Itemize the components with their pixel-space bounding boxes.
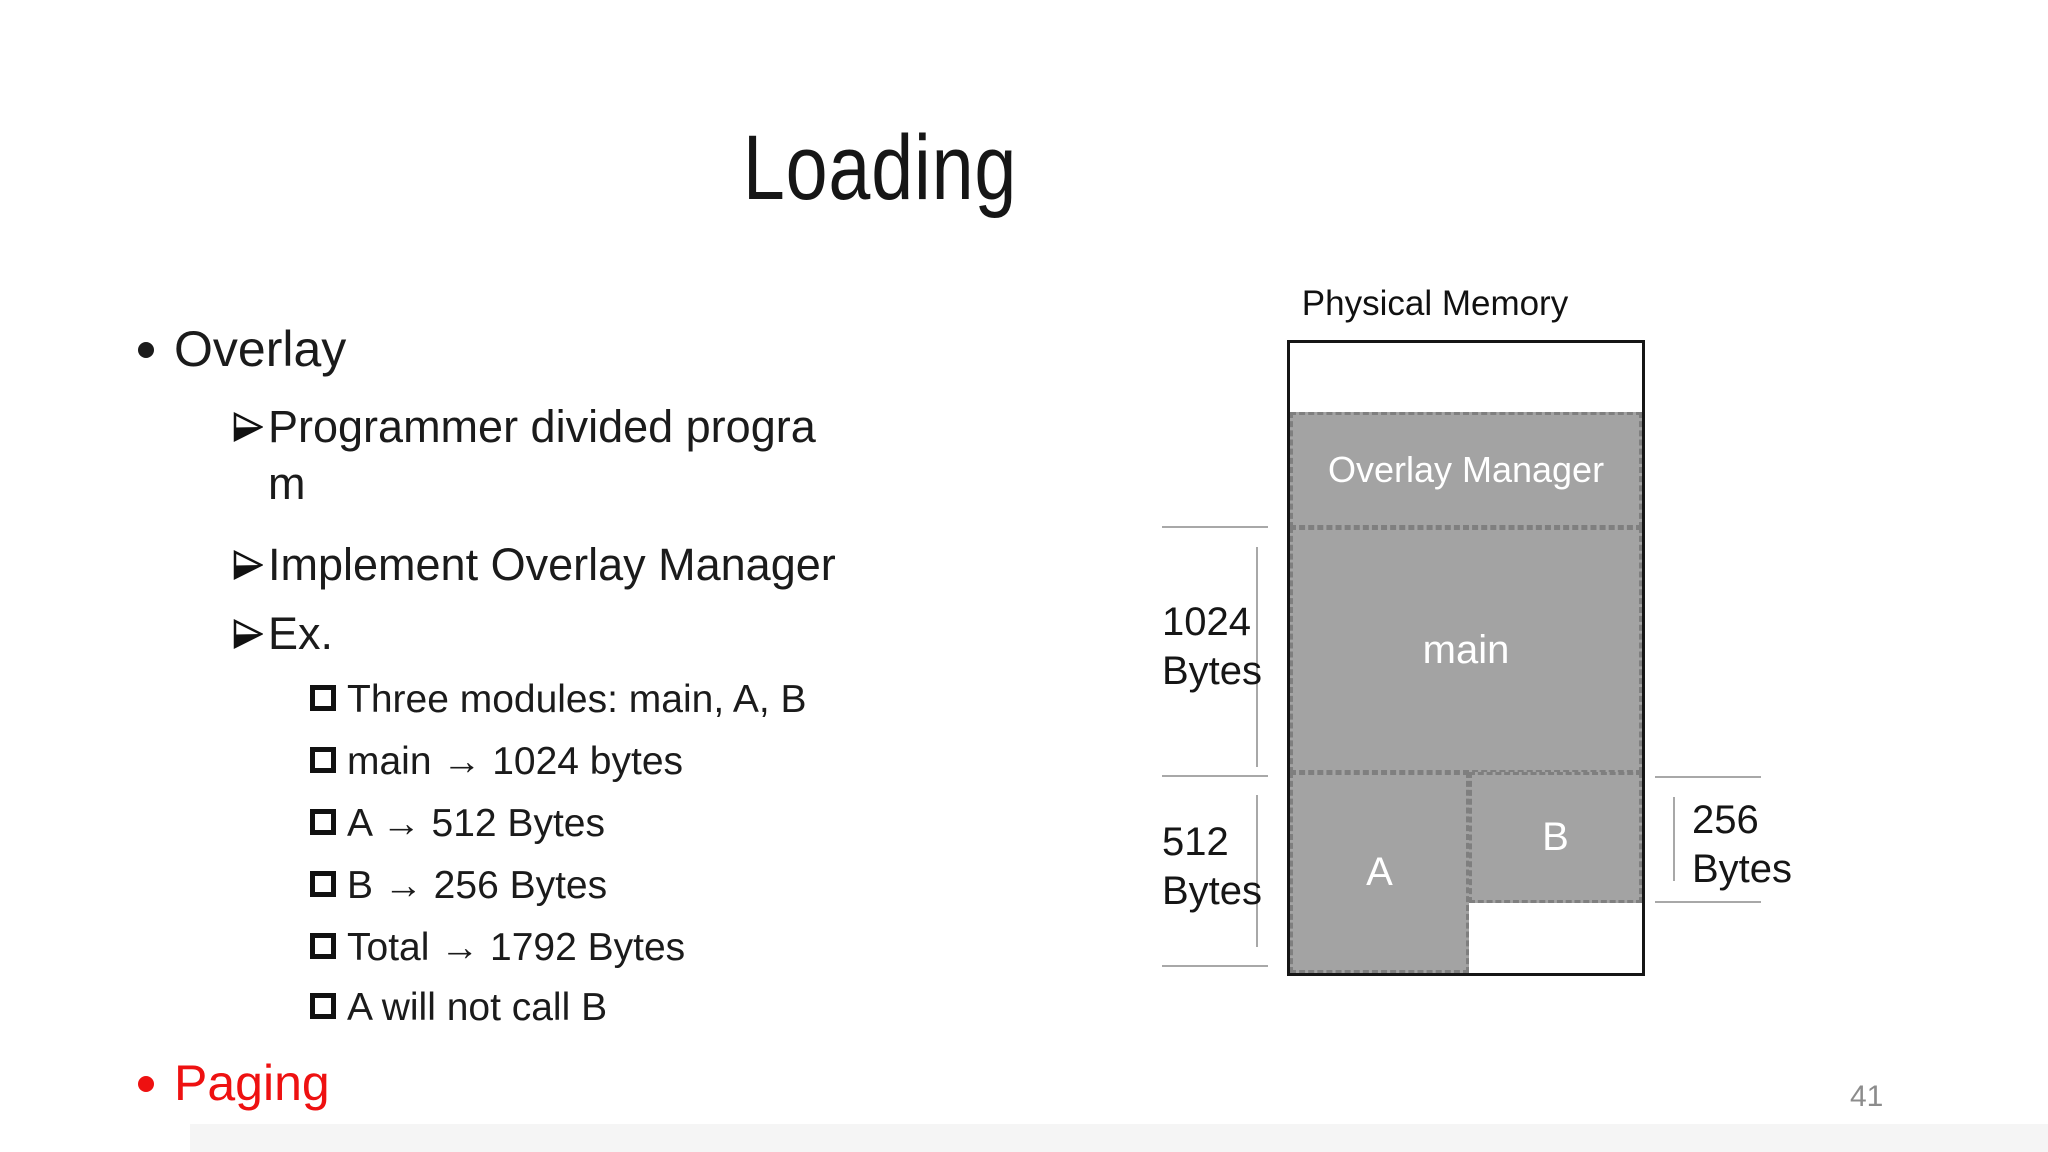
- physical-memory-label: Physical Memory: [1301, 284, 1569, 323]
- list-item-label: A → 512 Bytes: [347, 802, 605, 845]
- measure-line: [1162, 526, 1268, 528]
- bullet-dot-icon: [138, 1076, 154, 1092]
- list-item-ex: Ex.: [233, 605, 333, 662]
- list-item-label: main → 1024 bytes: [347, 740, 684, 783]
- list-item-label: B → 256 Bytes: [347, 864, 608, 907]
- square-bullet-icon: [310, 871, 336, 897]
- region-label: Overlay Manager: [1327, 449, 1605, 490]
- measure-line: [1655, 901, 1761, 903]
- region-overlay-manager: Overlay Manager: [1290, 412, 1642, 528]
- measure-line: [1673, 797, 1675, 881]
- list-item-a-not-call-b: A will not call B: [310, 984, 607, 1032]
- list-item-a-size: A → 512 Bytes: [310, 800, 605, 848]
- list-item-overlay: Overlay: [138, 318, 346, 380]
- list-item-programmer-divided: Programmer divided progra m: [233, 398, 816, 512]
- list-item-label: Implement Overlay Manager: [268, 539, 836, 590]
- region-a: A: [1290, 772, 1469, 973]
- page-number: 41: [1850, 1080, 1884, 1113]
- measure-line: [1256, 795, 1258, 947]
- square-bullet-icon: [310, 809, 336, 835]
- measure-line: [1162, 775, 1268, 777]
- list-item-implement-overlay-manager: Implement Overlay Manager: [233, 536, 836, 593]
- square-bullet-icon: [310, 993, 336, 1019]
- square-bullet-icon: [310, 933, 336, 959]
- measure-1024-bytes: 1024 Bytes: [1162, 600, 1263, 693]
- bottom-strip: [190, 1124, 2048, 1152]
- region-label: main: [1422, 627, 1510, 672]
- measure-line: [1256, 547, 1258, 767]
- list-item-label: Three modules: main, A, B: [347, 678, 807, 721]
- measure-line: [1655, 776, 1761, 778]
- list-item-main-size: main → 1024 bytes: [310, 738, 683, 786]
- measure-512-bytes: 512 Bytes: [1162, 820, 1263, 913]
- square-bullet-icon: [310, 747, 336, 773]
- physical-memory-box: Overlay Manager main A B: [1287, 340, 1645, 976]
- region-label: B: [1542, 815, 1569, 859]
- list-item-total-size: Total → 1792 Bytes: [310, 924, 685, 972]
- region-label: A: [1366, 850, 1393, 894]
- list-item-label: Ex.: [268, 608, 334, 659]
- region-main: main: [1290, 527, 1642, 773]
- list-item-b-size: B → 256 Bytes: [310, 862, 607, 910]
- list-item-label: Paging: [174, 1055, 330, 1111]
- list-item-three-modules: Three modules: main, A, B: [310, 676, 807, 724]
- list-item-label: Total → 1792 Bytes: [347, 926, 686, 969]
- region-b: B: [1469, 772, 1642, 903]
- bullet-dot-icon: [138, 342, 154, 358]
- page-title: Loading: [742, 117, 1018, 219]
- measure-256-bytes: 256 Bytes: [1692, 798, 1793, 891]
- list-item-paging: Paging: [138, 1052, 330, 1114]
- list-item-label: Overlay: [174, 321, 347, 377]
- measure-line: [1162, 965, 1268, 967]
- arrow-bullet-icon: [233, 411, 263, 443]
- square-bullet-icon: [310, 685, 336, 711]
- list-item-label: A will not call B: [347, 986, 608, 1029]
- list-item-label: Programmer divided progra m: [268, 401, 816, 509]
- arrow-bullet-icon: [233, 549, 263, 581]
- arrow-bullet-icon: [233, 618, 263, 650]
